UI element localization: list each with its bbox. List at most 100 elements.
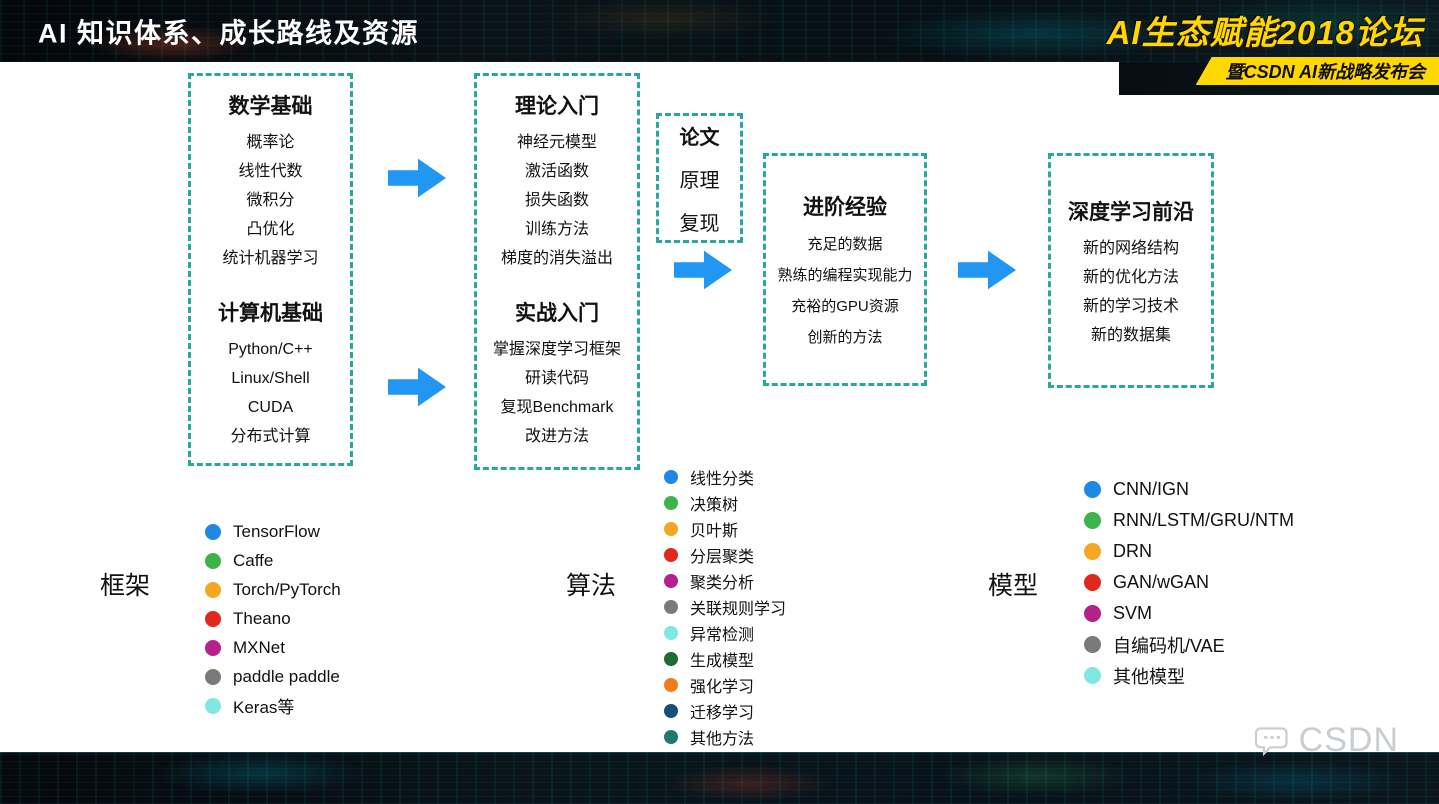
legend-text: 关联规则学习 xyxy=(690,601,787,618)
box-item: 改进方法 xyxy=(524,428,589,445)
legend-text: DRN xyxy=(1113,541,1152,561)
box-item: 掌握深度学习框架 xyxy=(492,341,621,358)
color-dot xyxy=(664,704,678,718)
color-dot xyxy=(205,610,221,627)
forum-subtitle-banner: 暨CSDN AI新战略发布会 xyxy=(1195,57,1439,85)
color-dot xyxy=(664,522,678,536)
legend-label-algorithms: 算法 xyxy=(566,572,617,600)
color-dot xyxy=(1084,667,1101,684)
section-title: 深度学习前沿 xyxy=(1068,200,1194,224)
legend-models: CNN/IGN RNN/LSTM/GRU/NTM DRN GAN/wGAN SV… xyxy=(1084,474,1294,691)
color-dot xyxy=(664,626,678,640)
legend-text: 线性分类 xyxy=(690,471,755,488)
box-item: CUDA xyxy=(247,399,294,416)
color-dot xyxy=(664,548,678,562)
legend-text: 生成模型 xyxy=(690,653,755,670)
legend-text: 迁移学习 xyxy=(690,705,755,722)
section-title: 理论入门 xyxy=(515,95,599,118)
box-item: 新的数据集 xyxy=(1090,326,1171,344)
legend-text: 强化学习 xyxy=(690,679,755,696)
legend-text: Theano xyxy=(233,608,291,628)
legend-label-models: 模型 xyxy=(988,572,1039,600)
color-dot xyxy=(1084,543,1101,560)
legend-text: 其他方法 xyxy=(690,731,755,748)
color-dot xyxy=(664,470,678,484)
legend-item: 聚类分析 xyxy=(664,568,786,594)
section-title: 进阶经验 xyxy=(803,195,887,219)
legend-text: 决策树 xyxy=(690,497,739,514)
legend-text: CNN/IGN xyxy=(1113,479,1189,499)
legend-item: CNN/IGN xyxy=(1084,474,1294,505)
box-item: 统计机器学习 xyxy=(222,250,319,267)
paper-box: 论文 原理 复现 xyxy=(656,113,743,243)
legend-text: 聚类分析 xyxy=(690,575,755,592)
forum-logo: AI生态赋能2018论坛 xyxy=(1106,14,1423,51)
color-dot xyxy=(205,523,221,540)
frontier-box: 深度学习前沿 新的网络结构 新的优化方法 新的学习技术 新的数据集 xyxy=(1048,153,1214,388)
page-title: AI 知识体系、成长路线及资源 xyxy=(38,18,420,49)
legend-text: 贝叶斯 xyxy=(690,523,739,540)
box-item: 复现Benchmark xyxy=(500,399,614,416)
box-item: 新的优化方法 xyxy=(1082,268,1179,286)
legend-item: 分层聚类 xyxy=(664,542,786,568)
legend-item: 关联规则学习 xyxy=(664,594,786,620)
legend-text: MXNet xyxy=(233,637,285,657)
legend-item: 生成模型 xyxy=(664,646,786,672)
box-item: 概率论 xyxy=(246,134,295,151)
legend-item: Torch/PyTorch xyxy=(205,575,341,604)
legend-text: Caffe xyxy=(233,550,274,570)
legend-frameworks: TensorFlow Caffe Torch/PyTorch Theano MX… xyxy=(205,517,341,720)
legend-text: 异常检测 xyxy=(690,627,755,644)
entry-box: 理论入门 神经元模型 激活函数 损失函数 训练方法 梯度的消失溢出 实战入门 掌… xyxy=(474,73,640,470)
csdn-watermark: CSDN xyxy=(1254,721,1399,760)
color-dot xyxy=(205,639,221,656)
box-item: Linux/Shell xyxy=(231,370,310,387)
color-dot xyxy=(664,730,678,744)
legend-text: paddle paddle xyxy=(233,666,340,686)
watermark-text: CSDN xyxy=(1298,721,1399,759)
footer-texture xyxy=(0,752,1439,804)
legend-item: DRN xyxy=(1084,536,1294,567)
legend-item: Caffe xyxy=(205,546,341,575)
box-item: 线性代数 xyxy=(238,163,303,180)
right-arrow-icon xyxy=(674,250,732,290)
legend-text: Keras等 xyxy=(233,698,295,717)
box-item: 新的网络结构 xyxy=(1082,239,1179,257)
legend-text: 分层聚类 xyxy=(690,549,755,566)
color-dot xyxy=(205,581,221,598)
box-item: 梯度的消失溢出 xyxy=(500,250,613,267)
box-item: 充足的数据 xyxy=(807,235,883,253)
legend-text: SVM xyxy=(1113,603,1153,623)
box-item: 创新的方法 xyxy=(807,328,883,346)
box-item: 研读代码 xyxy=(524,370,589,387)
legend-text: Torch/PyTorch xyxy=(233,579,341,599)
legend-algorithms: 线性分类 决策树 贝叶斯 分层聚类 聚类分析 关联规则学习 异常检测 生成模型 … xyxy=(664,464,786,750)
legend-text: 自编码机/VAE xyxy=(1113,635,1225,656)
color-dot xyxy=(664,496,678,510)
legend-item: MXNet xyxy=(205,633,341,662)
color-dot xyxy=(664,678,678,692)
color-dot xyxy=(1084,481,1101,498)
box-item: 分布式计算 xyxy=(230,428,311,445)
legend-item: 其他模型 xyxy=(1084,660,1294,691)
box-item: 训练方法 xyxy=(524,221,589,238)
csdn-logo-icon xyxy=(1254,726,1288,756)
legend-item: TensorFlow xyxy=(205,517,341,546)
legend-item: 决策树 xyxy=(664,490,786,516)
right-arrow-icon xyxy=(388,158,446,198)
legend-item: paddle paddle xyxy=(205,662,341,691)
paper-line: 复现 xyxy=(679,212,720,235)
legend-item: RNN/LSTM/GRU/NTM xyxy=(1084,505,1294,536)
forum-subtitle: 暨CSDN AI新战略发布会 xyxy=(1225,62,1425,82)
box-item: 凸优化 xyxy=(246,221,295,238)
color-dot xyxy=(205,552,221,569)
legend-text: GAN/wGAN xyxy=(1113,572,1210,592)
legend-item: Keras等 xyxy=(205,691,341,720)
color-dot xyxy=(1084,574,1101,591)
section-title: 数学基础 xyxy=(228,95,313,118)
legend-item: 强化学习 xyxy=(664,672,786,698)
legend-item: 其他方法 xyxy=(664,724,786,750)
legend-text: TensorFlow xyxy=(233,521,320,541)
color-dot xyxy=(664,652,678,666)
